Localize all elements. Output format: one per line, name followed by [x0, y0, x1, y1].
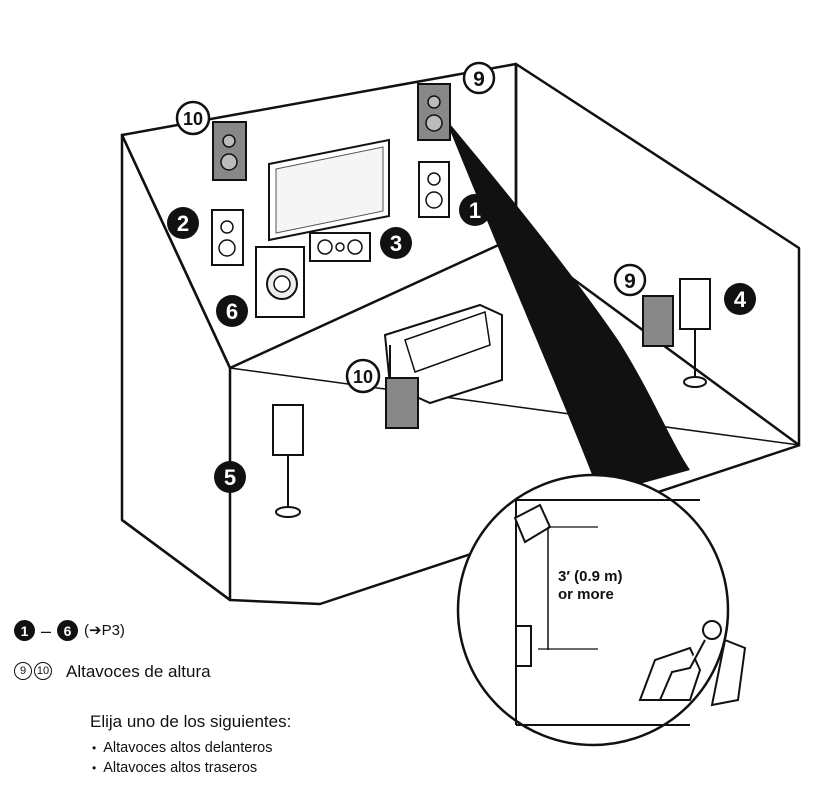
- inset-detail: 3′ (0.9 m) or more: [456, 473, 747, 747]
- tv: [268, 138, 390, 242]
- listening-angle-wedge: [445, 118, 690, 495]
- inset-distance-line1: 3′ (0.9 m): [558, 568, 622, 585]
- surround-speaker-left: [272, 404, 304, 518]
- inset-distance-line2: or more: [558, 586, 614, 603]
- svg-text:10: 10: [353, 367, 373, 387]
- svg-text:10: 10: [183, 109, 203, 129]
- front-speaker-left: [211, 209, 244, 266]
- callout-2: 2: [167, 207, 199, 239]
- svg-text:2: 2: [177, 211, 189, 236]
- legend-range-row: 1 – 6 (➔P3): [14, 620, 211, 641]
- callout-4: 4: [724, 283, 756, 315]
- svg-text:5: 5: [224, 465, 236, 490]
- height-options-list: Altavoces altos delanteros Altavoces alt…: [92, 740, 272, 780]
- svg-text:1: 1: [469, 198, 481, 223]
- surround-speaker-right: [679, 278, 711, 388]
- legend-badge-1: 1: [14, 620, 35, 641]
- option-front-high: Altavoces altos delanteros: [92, 740, 272, 760]
- callout-3: 3: [380, 227, 412, 259]
- callout-5: 5: [214, 461, 246, 493]
- legend-page-reference: (➔P3): [84, 622, 125, 639]
- svg-text:6: 6: [226, 299, 238, 324]
- svg-text:9: 9: [624, 270, 636, 293]
- legend-height-row: 9 10 Altavoces de altura: [14, 662, 211, 680]
- height-speaker-front: [417, 83, 451, 141]
- legend-height-heading: Altavoces de altura: [66, 661, 211, 681]
- choose-instruction: Elija uno de los siguientes:: [90, 712, 292, 731]
- callout-10-floor: 10: [345, 358, 381, 394]
- inset-front-speaker: [515, 625, 532, 667]
- option-rear-high: Altavoces altos traseros: [92, 760, 272, 780]
- height-speaker-rear-floor: [385, 377, 419, 429]
- callout-1: 1: [459, 194, 491, 226]
- callout-6: 6: [216, 295, 248, 327]
- inset-seated-listener: [638, 620, 747, 707]
- callout-10-top: 10: [175, 100, 211, 136]
- svg-text:9: 9: [473, 68, 485, 91]
- legend-badge-10: 10: [34, 662, 52, 680]
- callout-9-front: 9: [462, 61, 496, 95]
- svg-text:3: 3: [390, 231, 402, 256]
- subwoofer: [255, 246, 305, 318]
- legend: 1 – 6 (➔P3) 9 10 Altavoces de altura: [14, 620, 211, 680]
- front-speaker-right: [418, 161, 450, 218]
- legend-range-dash: –: [41, 620, 52, 641]
- legend-badge-6: 6: [57, 620, 79, 641]
- height-speaker-side: [642, 295, 674, 347]
- center-speaker: [309, 232, 371, 262]
- callout-9-side: 9: [613, 263, 647, 297]
- legend-badge-9: 9: [14, 662, 32, 680]
- height-speaker-rear-top: [212, 121, 247, 181]
- svg-text:4: 4: [734, 287, 747, 312]
